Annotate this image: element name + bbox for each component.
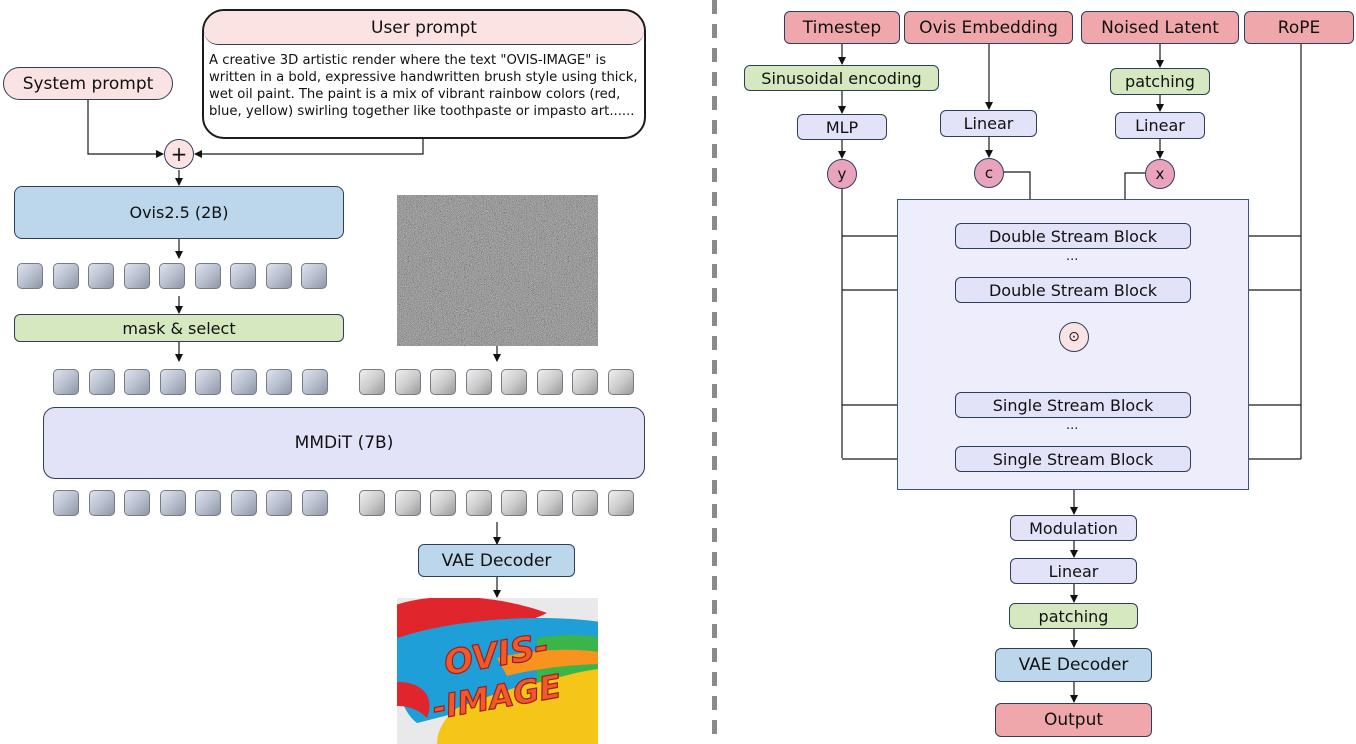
input-noised-latent: Noised Latent <box>1081 11 1239 44</box>
var-x-circle: x <box>1145 159 1175 189</box>
image-token <box>430 369 456 395</box>
text-output-token <box>53 490 79 516</box>
var-y-circle: y <box>827 159 857 189</box>
encoder-token <box>265 263 292 289</box>
text-token <box>159 369 186 395</box>
image-output-token <box>359 490 385 516</box>
text-output-token <box>88 490 115 516</box>
mmdit-label: MMDiT (7B) <box>294 433 394 453</box>
user-prompt-card: User prompt A creative 3D artistic rende… <box>202 9 646 139</box>
ovis-encoder-box: Ovis2.5 (2B) <box>14 186 344 239</box>
input-ovis-embedding: Ovis Embedding <box>904 11 1073 44</box>
single-stream-block-2: Single Stream Block <box>955 446 1191 472</box>
wire-user-to-plus <box>194 139 424 158</box>
text-output-token <box>124 490 150 516</box>
image-token <box>607 369 634 395</box>
image-output-token <box>394 490 421 516</box>
mask-select-label: mask & select <box>122 318 236 338</box>
merge-odot-icon: ⊙ <box>1059 322 1089 352</box>
double-stream-block-1: Double Stream Block <box>955 223 1191 249</box>
input-timestep: Timestep <box>784 11 900 44</box>
input-rope: RoPE <box>1244 11 1354 44</box>
encoder-token <box>123 263 150 289</box>
linear-c-box: Linear <box>940 110 1037 137</box>
concat-plus-icon: + <box>164 139 194 169</box>
ovis-encoder-label: Ovis2.5 (2B) <box>129 203 229 222</box>
image-output-token <box>501 490 527 516</box>
system-prompt-label: System prompt <box>22 73 154 94</box>
system-prompt-box: System prompt <box>3 67 173 100</box>
text-token <box>88 369 115 395</box>
image-token <box>572 369 598 395</box>
text-output-token <box>159 490 186 516</box>
text-token <box>301 369 328 395</box>
image-output-token <box>572 490 598 516</box>
encoder-token <box>159 263 185 289</box>
encoder-token <box>52 263 79 289</box>
generated-image: OVIS- -IMAGE <box>397 598 598 744</box>
vae-decoder-box-right: VAE Decoder <box>995 648 1152 682</box>
text-output-token <box>195 490 221 516</box>
single-stream-block-1: Single Stream Block <box>955 392 1191 418</box>
user-prompt-title: User prompt <box>204 11 644 45</box>
generated-image-art: OVIS- -IMAGE <box>397 598 598 744</box>
wire-system-to-plus <box>87 100 164 158</box>
noise-image <box>397 195 598 346</box>
user-prompt-text: A creative 3D artistic render where the … <box>209 53 638 119</box>
image-token <box>465 369 492 395</box>
linear-x-box: Linear <box>1115 112 1205 139</box>
text-token <box>230 369 257 395</box>
text-output-token <box>266 490 292 516</box>
encoder-token <box>17 263 43 289</box>
text-token <box>195 369 221 395</box>
mlp-box: MLP <box>797 114 887 140</box>
encoder-token <box>194 263 221 289</box>
image-output-token <box>607 490 634 516</box>
patching-out-box: patching <box>1009 603 1138 629</box>
image-output-token <box>430 490 456 516</box>
text-output-token <box>301 490 328 516</box>
panel-divider <box>712 0 717 744</box>
single-stream-ellipsis: ... <box>1066 418 1079 433</box>
modulation-box: Modulation <box>1010 515 1137 541</box>
image-token <box>359 369 385 395</box>
encoder-token <box>230 263 256 289</box>
var-c-circle: c <box>974 158 1004 188</box>
text-output-token <box>230 490 257 516</box>
patching-in-box: patching <box>1110 68 1210 95</box>
image-output-token <box>465 490 492 516</box>
image-output-token <box>536 490 563 516</box>
sinusoidal-encoding-box: Sinusoidal encoding <box>744 65 939 91</box>
output-box: Output <box>995 703 1152 737</box>
encoder-token <box>301 263 327 289</box>
mask-select-box: mask & select <box>14 314 344 342</box>
double-stream-ellipsis: ... <box>1066 249 1079 264</box>
text-token <box>266 369 292 395</box>
text-token <box>124 369 150 395</box>
image-token <box>501 369 527 395</box>
vae-decoder-label-left: VAE Decoder <box>441 550 552 571</box>
linear-out-box: Linear <box>1010 558 1137 584</box>
image-token <box>394 369 421 395</box>
vae-decoder-box-left: VAE Decoder <box>418 544 575 577</box>
image-token <box>536 369 563 395</box>
encoder-token <box>88 263 114 289</box>
mmdit-box: MMDiT (7B) <box>43 407 645 479</box>
text-token <box>53 369 79 395</box>
double-stream-block-2: Double Stream Block <box>955 277 1191 303</box>
